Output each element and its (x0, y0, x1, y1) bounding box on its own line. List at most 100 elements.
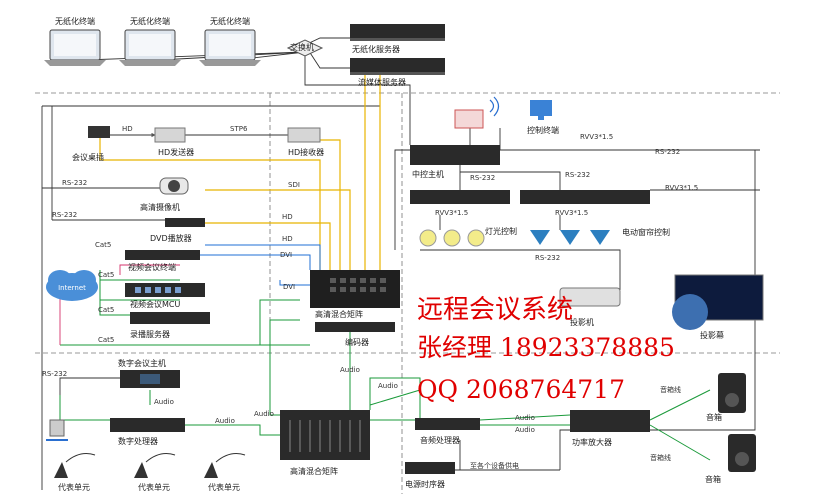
delegate-unit-label: 代表单元 (138, 482, 170, 492)
wire-label: Cat5 (98, 336, 114, 344)
wire-label: Audio (515, 426, 535, 434)
speaker-top[interactable]: 音箱 (706, 373, 746, 422)
wire-label: Audio (515, 414, 535, 422)
wire-label: Audio (340, 366, 360, 374)
terminal-label: 无纸化终端 (55, 16, 95, 26)
hd-matrix-label: 高清混合矩阵 (315, 309, 363, 319)
wire-label: 音箱线 (660, 385, 681, 394)
wire-label: RS-232 (62, 179, 87, 187)
conference-socket[interactable]: 会议桌插 (72, 126, 110, 162)
wire-label: RS-232 (52, 211, 77, 219)
central-host-label: 中控主机 (412, 169, 444, 179)
paperless-server[interactable]: 无纸化服务器 (350, 24, 445, 54)
delegate-unit-label: 代表单元 (208, 482, 240, 492)
wireless-receiver (46, 420, 68, 440)
wire-label: DVI (283, 283, 295, 291)
digital-host-label: 数字会议主机 (118, 358, 166, 368)
power-sequencer[interactable]: 电源时序器 (405, 462, 455, 489)
wire-label: Audio (378, 382, 398, 390)
wire-label: RVV3*1.5 (665, 184, 698, 192)
wire-label: DVI (280, 251, 292, 259)
audio-processor-label: 音频处理器 (420, 435, 460, 445)
wire-label: RVV3*1.5 (555, 209, 588, 217)
terminal-1[interactable]: 无纸化终端 (44, 16, 106, 66)
audio-processor[interactable]: 音频处理器 (415, 418, 480, 445)
terminal-2[interactable]: 无纸化终端 (119, 16, 181, 66)
wire-label: Audio (215, 417, 235, 425)
wire-label: 音箱线 (650, 453, 671, 462)
dvd-player-label: DVD播放器 (150, 233, 192, 243)
encoder-label: 编码器 (345, 337, 369, 347)
light-control-label: 灯光控制 (485, 226, 517, 236)
curtain-control-label: 电动窗帘控制 (622, 227, 670, 237)
delegate-unit-label: 代表单元 (58, 482, 90, 492)
paperless-server-label: 无纸化服务器 (352, 44, 400, 54)
power-sequencer-label: 电源时序器 (405, 479, 445, 489)
promo-overlay: 远程会议系统 张经理 18923378885 QQ 2068764717 (417, 295, 675, 404)
conference-socket-label: 会议桌插 (72, 152, 104, 162)
wire-label: HD (282, 213, 293, 221)
hd-transmitter-label: HD发送器 (158, 147, 194, 157)
hd-receiver[interactable]: HD接收器 (288, 128, 324, 157)
wire-label: HD (282, 235, 293, 243)
delegate-unit-1[interactable]: 代表单元 (54, 454, 95, 492)
wires-yellow (100, 75, 380, 270)
speaker-label: 音箱 (705, 474, 721, 484)
wire-label: RS-232 (565, 171, 590, 179)
digital-processor-label: 数字处理器 (118, 436, 158, 446)
hd-camera-label: 高清摄像机 (140, 202, 180, 212)
projection-screen: 投影幕 (672, 275, 763, 340)
power-amp-label: 功率放大器 (572, 437, 612, 447)
wire-label: RS-232 (655, 148, 680, 156)
wire-label: RS-232 (470, 174, 495, 182)
wire-label: RS-232 (535, 254, 560, 262)
control-terminal[interactable]: 控制终端 (527, 100, 559, 135)
light-relay[interactable] (410, 190, 510, 204)
encoder[interactable]: 编码器 (315, 322, 395, 347)
speaker-bottom[interactable]: 音箱 (705, 434, 756, 484)
promo-qq: QQ 2068764717 (417, 375, 625, 404)
speaker-label: 音箱 (706, 412, 722, 422)
hd-camera[interactable]: 高清摄像机 (140, 178, 188, 212)
digital-host[interactable]: 数字会议主机 (118, 358, 180, 388)
delegate-unit-2[interactable]: 代表单元 (134, 454, 175, 492)
wire-label: Cat5 (98, 306, 114, 314)
control-terminal-label: 控制终端 (527, 125, 559, 135)
wire-label: RVV3*1.5 (580, 133, 613, 141)
wire-label: RVV3*1.5 (435, 209, 468, 217)
video-mcu[interactable]: 视频会议MCU (125, 283, 205, 309)
wire-label: Cat5 (95, 241, 111, 249)
hd-mixer-label: 高清混合矩阵 (290, 466, 338, 476)
hd-transmitter[interactable]: HD发送器 (155, 128, 194, 157)
video-terminal[interactable]: 视频会议终端 (125, 250, 200, 272)
recording-server[interactable]: 录播服务器 (130, 312, 210, 339)
wire-label: HD (122, 125, 133, 133)
dvd-player[interactable]: DVD播放器 (150, 218, 205, 243)
recording-server-label: 录播服务器 (130, 329, 170, 339)
promo-title: 远程会议系统 (417, 295, 573, 325)
hd-receiver-label: HD接收器 (288, 147, 324, 157)
internet-cloud: Internet (46, 270, 98, 301)
delegate-unit-3[interactable]: 代表单元 (204, 454, 245, 492)
hd-mixer[interactable]: 高清混合矩阵 (280, 410, 370, 476)
curtain-relay[interactable] (520, 190, 650, 204)
media-server[interactable]: 流媒体服务器 (350, 58, 445, 87)
video-mcu-label: 视频会议MCU (130, 299, 180, 309)
projector-label: 投影机 (570, 317, 594, 327)
terminal-3[interactable]: 无纸化终端 (199, 16, 261, 66)
wifi-router (455, 97, 499, 128)
video-terminal-label: 视频会议终端 (128, 262, 176, 272)
wire-label: SDI (288, 181, 300, 189)
power-amplifier[interactable]: 功率放大器 (570, 410, 650, 447)
media-server-label: 流媒体服务器 (358, 77, 406, 87)
promo-contact: 张经理 18923378885 (417, 333, 675, 362)
wires-blue (200, 245, 320, 285)
internet-label: Internet (58, 284, 86, 292)
hd-matrix[interactable]: 高清混合矩阵 (310, 270, 400, 319)
light-bulbs (420, 230, 484, 246)
wire-label: Cat5 (98, 271, 114, 279)
digital-processor[interactable]: 数字处理器 (110, 418, 185, 446)
wire-label: 至各个设备供电 (470, 461, 519, 470)
wire-label: RS-232 (42, 370, 67, 378)
